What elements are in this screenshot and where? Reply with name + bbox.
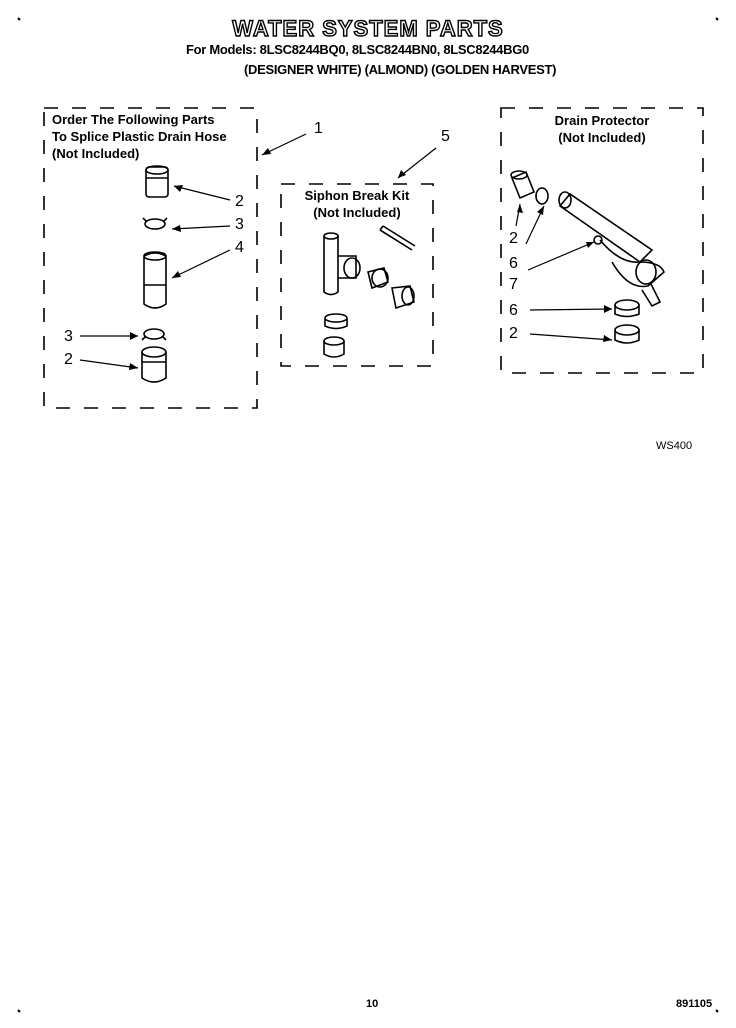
siphon-tee [323, 232, 357, 296]
drain-label-line1: Drain Protector [554, 113, 650, 128]
splice-box-label: Order The Following Parts To Splice Plas… [52, 111, 227, 162]
page-title: WATER SYSTEM PARTS [232, 15, 504, 41]
splice-label-line3: (Not Included) [52, 146, 140, 161]
model-colors: (DESIGNER WHITE) (ALMOND) (GOLDEN HARVES… [244, 62, 557, 77]
drain-adapter-bottom [614, 324, 640, 344]
siphon-label-line1: Siphon Break Kit [304, 188, 410, 203]
siphon-box-label: Siphon Break Kit (Not Included) [281, 187, 433, 221]
callout-5: 5 [441, 128, 450, 145]
registration-marks [17, 17, 719, 1013]
splice-adapter-bottom [141, 346, 167, 383]
callout-6-drain-top: 6 [509, 255, 518, 272]
callout-2-splice-bottom: 2 [64, 351, 73, 368]
siphon-nut [343, 257, 389, 290]
callout-2-splice-top: 2 [235, 193, 244, 210]
splice-clamp-top [142, 217, 168, 230]
splice-arrowheads [129, 148, 406, 370]
callout-2-drain-bottom: 2 [509, 325, 518, 342]
callout-3-splice-bottom: 3 [64, 328, 73, 345]
callout-2-drain-top: 2 [509, 230, 518, 247]
splice-leaders [79, 133, 437, 369]
splice-connector [143, 251, 167, 309]
siphon-cap [391, 285, 415, 310]
siphon-pin [379, 225, 416, 251]
model-numbers: For Models: 8LSC8244BQ0, 8LSC8244BN0, 8L… [186, 42, 529, 57]
drain-box-label: Drain Protector (Not Included) [501, 112, 703, 146]
callout-1: 1 [314, 120, 323, 137]
splice-label-line1: Order The Following Parts [52, 112, 215, 127]
figure-code: WS400 [656, 440, 693, 452]
drain-protector-body [558, 191, 665, 308]
siphon-ring [324, 313, 348, 330]
callout-4-splice: 4 [235, 239, 244, 256]
drain-ring-top [535, 187, 549, 205]
siphon-label-line2: (Not Included) [313, 205, 401, 220]
splice-box-border [43, 107, 258, 409]
drain-label-line2: (Not Included) [558, 130, 646, 145]
callout-7-drain: 7 [509, 276, 518, 293]
splice-label-line2: To Splice Plastic Drain Hose [52, 129, 227, 144]
drain-leaders [515, 203, 613, 341]
document-code: 891105 [676, 998, 713, 1010]
callout-3-splice-top: 3 [235, 216, 244, 233]
siphon-adapter [323, 336, 345, 358]
page-number: 10 [366, 998, 379, 1010]
splice-adapter-top [145, 165, 169, 198]
drain-adapter-top [510, 170, 536, 200]
splice-clamp-bottom [141, 328, 167, 341]
drain-box-border [500, 107, 704, 374]
drain-ring-bottom [614, 299, 640, 318]
callout-6-drain-bottom: 6 [509, 302, 518, 319]
drain-arrowheads [517, 204, 612, 342]
